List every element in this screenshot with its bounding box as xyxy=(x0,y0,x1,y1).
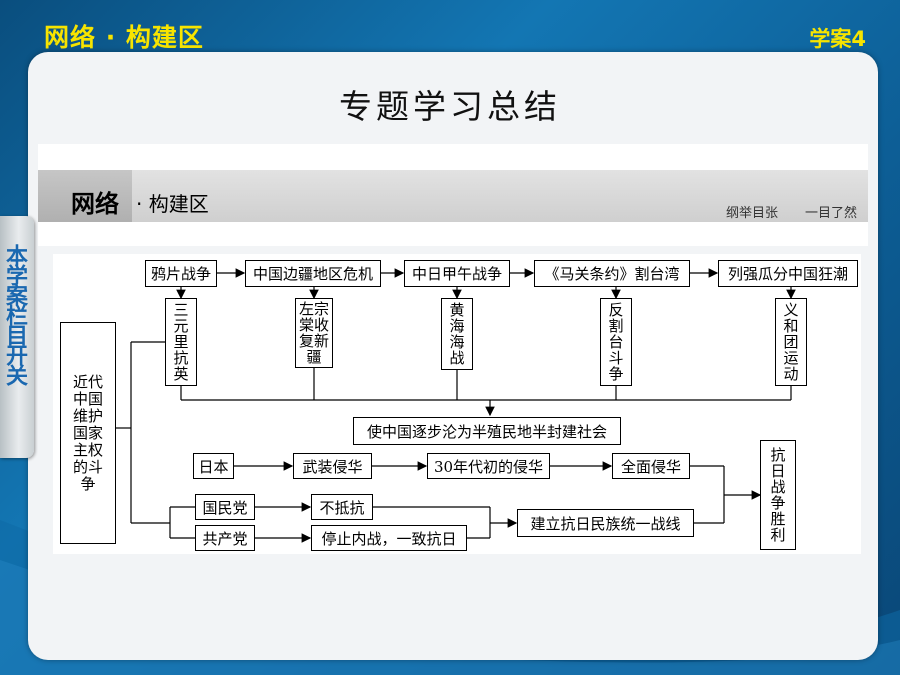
strip-title-rest: · 构建区 xyxy=(136,192,209,216)
ccp-box: 共产党 xyxy=(195,525,255,551)
sovereignty-struggle-label: 近代中国维护国家主权的斗争 xyxy=(72,372,103,493)
event-shimonoseki-treaty: 《马关条约》割台湾 xyxy=(534,260,690,287)
event-opium-war: 鸦片战争 xyxy=(145,260,217,287)
column-toggle-label: 本学案栏目开关 xyxy=(2,244,27,384)
strip-title-bold: 网络 xyxy=(71,190,119,218)
struggle-yellow-sea: 黄海海战 xyxy=(441,298,473,370)
column-toggle-tab[interactable]: 本学案栏目开关 xyxy=(0,216,34,458)
section-strip-bar xyxy=(38,170,868,222)
event-sino-japanese-war: 中日甲午战争 xyxy=(404,260,510,287)
struggle-sanyuanli: 三元里抗英 xyxy=(165,298,197,386)
victory-box: 抗日战争胜利 xyxy=(760,440,796,550)
section-strip-accent xyxy=(38,170,132,222)
struggle-boxer: 义和团运动 xyxy=(775,298,807,386)
japan-step-full-invasion: 全面侵华 xyxy=(612,453,690,479)
united-front: 建立抗日民族统一战线 xyxy=(517,509,694,537)
strip-slogan-b: 一目了然 xyxy=(805,206,858,221)
struggle-xinjiang-label: 左宗棠收复新疆 xyxy=(298,300,329,366)
sovereignty-struggle-label-box: 近代中国维护国家主权的斗争 xyxy=(60,322,116,544)
ccp-policy: 停止内战，一致抗日 xyxy=(311,525,467,551)
kmt-box: 国民党 xyxy=(195,494,255,520)
struggle-sanyuanli-label: 三元里抗英 xyxy=(173,301,189,383)
lesson-label: 学案4 xyxy=(809,27,866,51)
event-frontier-crisis: 中国边疆地区危机 xyxy=(245,260,381,287)
japan-step-1930s: 30年代初的侵华 xyxy=(427,453,550,479)
result-semi-colonial: 使中国逐步沦为半殖民地半封建社会 xyxy=(353,417,621,445)
event-partition-scramble: 列强瓜分中国狂潮 xyxy=(718,260,858,287)
kmt-policy: 不抵抗 xyxy=(311,494,373,520)
struggle-yellow-sea-label: 黄海海战 xyxy=(449,301,465,367)
struggle-boxer-label: 义和团运动 xyxy=(783,301,799,383)
struggle-anti-cession-label: 反割台斗争 xyxy=(608,301,624,383)
page-title: 专题学习总结 xyxy=(339,87,561,126)
japan-step-armed-invasion: 武装侵华 xyxy=(293,453,372,479)
struggle-xinjiang: 左宗棠收复新疆 xyxy=(295,298,333,368)
section-title: 网络 · 构建区 xyxy=(44,23,204,52)
strip-slogan-a: 纲举目张 xyxy=(726,206,779,221)
struggle-anti-cession: 反割台斗争 xyxy=(600,298,632,386)
japan-box: 日本 xyxy=(193,453,234,479)
victory-label: 抗日战争胜利 xyxy=(770,446,786,544)
